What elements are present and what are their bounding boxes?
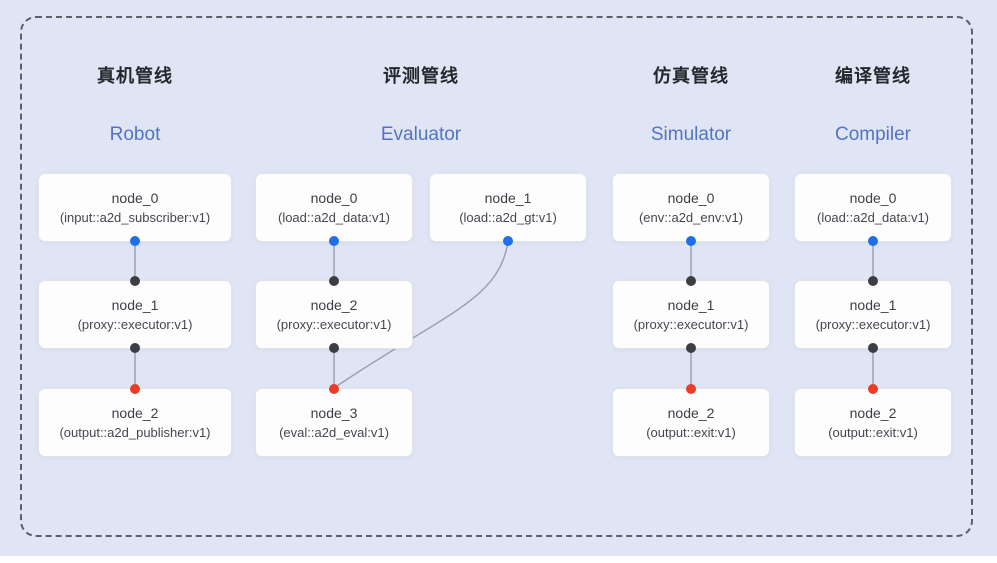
node-title: node_1 bbox=[667, 297, 715, 313]
node-title: node_1 bbox=[484, 190, 532, 206]
node-title: node_3 bbox=[310, 405, 358, 421]
port-dot-dark[interactable] bbox=[686, 276, 696, 286]
node-subtitle: (load::a2d_data:v1) bbox=[816, 210, 930, 225]
pipeline-header-en-evaluator: Evaluator bbox=[380, 124, 462, 145]
pipeline-header-zh-evaluator: 评测管线 bbox=[383, 66, 459, 86]
node-subtitle: (load::a2d_data:v1) bbox=[277, 210, 391, 225]
port-dot-dark[interactable] bbox=[130, 343, 140, 353]
node-box-compiler-node_1[interactable]: node_1 (proxy::executor:v1) bbox=[794, 276, 952, 353]
node-title: node_2 bbox=[111, 405, 159, 421]
port-dot-blue[interactable] bbox=[329, 236, 339, 246]
port-dot-blue[interactable] bbox=[130, 236, 140, 246]
port-dot-blue[interactable] bbox=[503, 236, 513, 246]
node-box-evaluator-node_1[interactable]: node_1 (load::a2d_gt:v1) bbox=[429, 173, 587, 246]
node-box-robot-node_2[interactable]: node_2 (output::a2d_publisher:v1) bbox=[38, 384, 232, 457]
port-dot-red[interactable] bbox=[130, 384, 140, 394]
node-subtitle: (proxy::executor:v1) bbox=[633, 317, 749, 332]
node-box-robot-node_1[interactable]: node_1 (proxy::executor:v1) bbox=[38, 276, 232, 353]
pipeline-header-zh-compiler: 编译管线 bbox=[835, 66, 911, 86]
node-title: node_1 bbox=[849, 297, 897, 313]
node-subtitle: (output::a2d_publisher:v1) bbox=[59, 425, 211, 440]
port-dot-dark[interactable] bbox=[329, 276, 339, 286]
port-dot-dark[interactable] bbox=[686, 343, 696, 353]
node-box-simulator-node_2[interactable]: node_2 (output::exit:v1) bbox=[612, 384, 770, 457]
node-subtitle: (env::a2d_env:v1) bbox=[638, 210, 744, 225]
port-dot-dark[interactable] bbox=[868, 343, 878, 353]
pipeline-header-zh-simulator: 仿真管线 bbox=[653, 66, 729, 86]
port-dot-red[interactable] bbox=[868, 384, 878, 394]
port-dot-dark[interactable] bbox=[130, 276, 140, 286]
node-title: node_0 bbox=[667, 190, 715, 206]
page-bottom-strip bbox=[0, 556, 997, 563]
node-box-robot-node_0[interactable]: node_0 (input::a2d_subscriber:v1) bbox=[38, 173, 232, 246]
node-box-evaluator-node_0[interactable]: node_0 (load::a2d_data:v1) bbox=[255, 173, 413, 246]
node-subtitle: (input::a2d_subscriber:v1) bbox=[59, 210, 211, 225]
node-subtitle: (output::exit:v1) bbox=[646, 425, 736, 440]
port-dot-blue[interactable] bbox=[868, 236, 878, 246]
node-title: node_2 bbox=[849, 405, 897, 421]
pipeline-header-en-compiler: Compiler bbox=[834, 124, 912, 145]
node-subtitle: (proxy::executor:v1) bbox=[815, 317, 931, 332]
node-box-evaluator-node_2[interactable]: node_2 (proxy::executor:v1) bbox=[255, 276, 413, 353]
node-title: node_0 bbox=[111, 190, 159, 206]
port-dot-red[interactable] bbox=[329, 384, 339, 394]
node-title: node_0 bbox=[849, 190, 897, 206]
node-title: node_0 bbox=[310, 190, 358, 206]
dashed-border-frame bbox=[20, 16, 973, 537]
node-box-compiler-node_0[interactable]: node_0 (load::a2d_data:v1) bbox=[794, 173, 952, 246]
node-box-compiler-node_2[interactable]: node_2 (output::exit:v1) bbox=[794, 384, 952, 457]
node-box-simulator-node_0[interactable]: node_0 (env::a2d_env:v1) bbox=[612, 173, 770, 246]
port-dot-red[interactable] bbox=[686, 384, 696, 394]
port-dot-blue[interactable] bbox=[686, 236, 696, 246]
pipeline-header-zh-robot: 真机管线 bbox=[97, 66, 173, 86]
node-subtitle: (load::a2d_gt:v1) bbox=[459, 210, 557, 225]
pipeline-header-en-robot: Robot bbox=[109, 124, 161, 145]
port-dot-dark[interactable] bbox=[329, 343, 339, 353]
node-subtitle: (output::exit:v1) bbox=[828, 425, 918, 440]
pipeline-header-en-simulator: Simulator bbox=[650, 124, 732, 145]
node-title: node_2 bbox=[310, 297, 358, 313]
node-subtitle: (proxy::executor:v1) bbox=[77, 317, 193, 332]
node-box-evaluator-node_3[interactable]: node_3 (eval::a2d_eval:v1) bbox=[255, 384, 413, 457]
node-title: node_1 bbox=[111, 297, 159, 313]
node-box-simulator-node_1[interactable]: node_1 (proxy::executor:v1) bbox=[612, 276, 770, 353]
port-dot-dark[interactable] bbox=[868, 276, 878, 286]
node-title: node_2 bbox=[667, 405, 715, 421]
node-subtitle: (eval::a2d_eval:v1) bbox=[279, 425, 389, 440]
node-subtitle: (proxy::executor:v1) bbox=[276, 317, 392, 332]
